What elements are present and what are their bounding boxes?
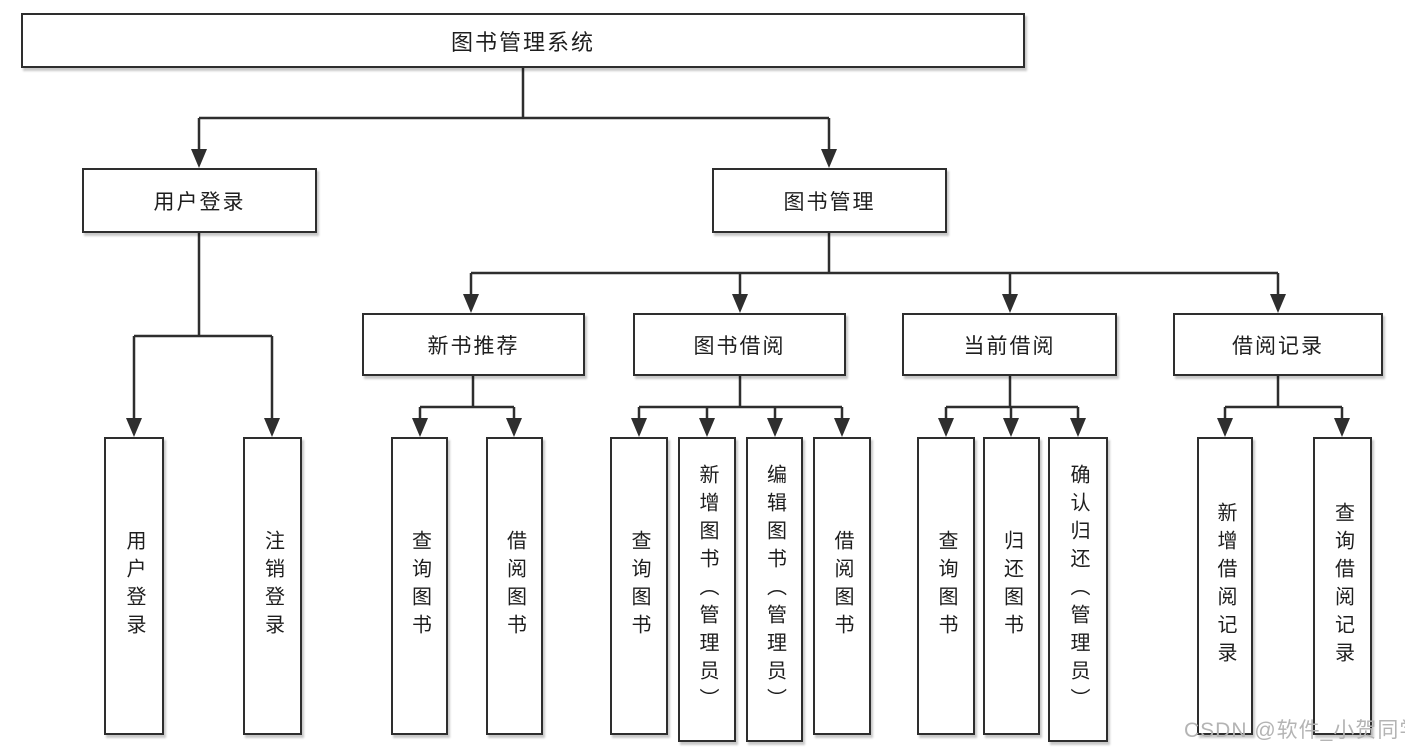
node-root: 图书管理系统	[21, 13, 1025, 68]
leaf-user-login: 用户登录	[104, 437, 164, 735]
node-borrowing-records-label: 借阅记录	[1232, 334, 1324, 358]
arrow-down-icon	[1002, 294, 1018, 313]
arrow-down-icon	[463, 294, 479, 313]
arrow-down-icon	[631, 418, 647, 437]
arrow-down-icon	[699, 418, 715, 437]
leaf-add-borrow-record: 新增借阅记录	[1197, 437, 1253, 735]
leaf-edit-books-admin: 编辑图书（管理员）	[746, 437, 803, 742]
arrow-down-icon	[1217, 418, 1233, 437]
node-current-borrowing: 当前借阅	[902, 313, 1117, 376]
leaf-current-query-books: 查询图书	[917, 437, 975, 735]
arrow-down-icon	[126, 418, 142, 437]
node-borrowing-records: 借阅记录	[1173, 313, 1383, 376]
arrow-down-icon	[191, 149, 207, 168]
node-user-login-label: 用户登录	[153, 190, 246, 214]
arrow-down-icon	[938, 418, 954, 437]
leaf-confirm-return-admin: 确认归还（管理员）	[1048, 437, 1108, 742]
arrow-down-icon	[1270, 294, 1286, 313]
node-user-login: 用户登录	[82, 168, 317, 233]
node-root-label: 图书管理系统	[450, 29, 595, 55]
watermark: CSDN @软件_小贺同学	[1184, 719, 1405, 742]
node-book-management: 图书管理	[712, 168, 947, 233]
tree-edges	[132, 68, 1344, 423]
arrow-down-icon	[767, 418, 783, 437]
node-book-management-label: 图书管理	[783, 190, 876, 214]
arrow-down-icon	[1003, 418, 1019, 437]
arrow-down-icon	[412, 418, 428, 437]
node-current-borrowing-label: 当前借阅	[963, 334, 1056, 358]
arrow-down-icon	[834, 418, 850, 437]
leaf-recommend-borrow-books: 借阅图书	[486, 437, 543, 735]
arrow-down-icon	[506, 418, 522, 437]
node-new-book-recommend: 新书推荐	[362, 313, 585, 376]
arrow-down-icon	[732, 294, 748, 313]
leaf-borrowing-query-books: 查询图书	[610, 437, 668, 735]
leaf-query-borrow-record: 查询借阅记录	[1313, 437, 1372, 735]
arrowheads	[126, 149, 1350, 437]
arrow-down-icon	[821, 149, 837, 168]
arrow-down-icon	[264, 418, 280, 437]
arrow-down-icon	[1334, 418, 1350, 437]
node-book-borrowing-label: 图书借阅	[693, 334, 786, 358]
node-book-borrowing: 图书借阅	[633, 313, 846, 376]
node-new-book-recommend-label: 新书推荐	[427, 334, 520, 358]
leaf-borrowing-borrow-books: 借阅图书	[813, 437, 871, 735]
leaf-logout: 注销登录	[243, 437, 302, 735]
arrow-down-icon	[1070, 418, 1086, 437]
leaf-add-books-admin: 新增图书（管理员）	[678, 437, 736, 742]
leaf-recommend-query-books: 查询图书	[391, 437, 448, 735]
leaf-return-books: 归还图书	[983, 437, 1040, 735]
